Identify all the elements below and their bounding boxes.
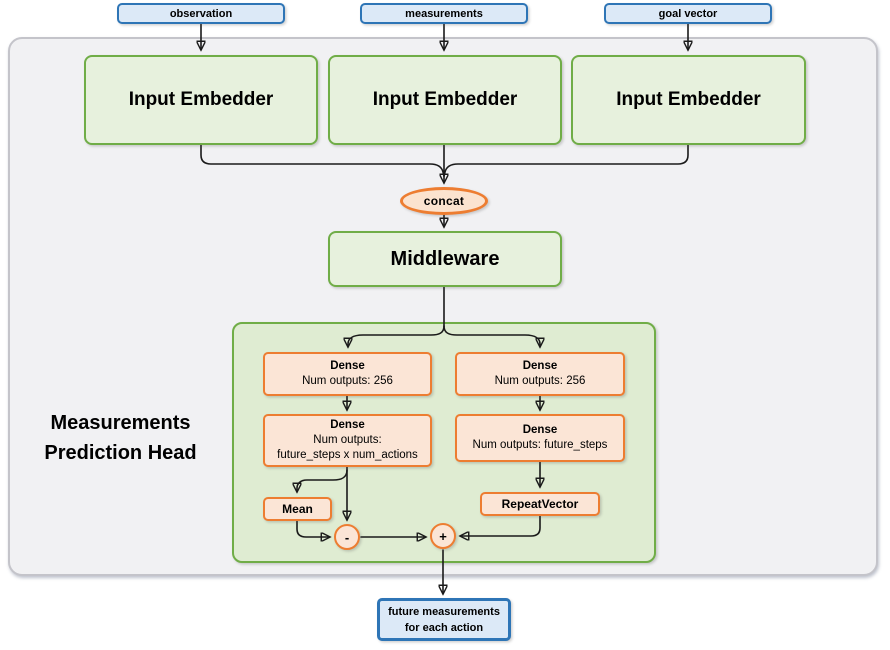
input-embedder-measurements: Input Embedder bbox=[328, 55, 562, 145]
dense-measurements-1: Dense Num outputs: 256 bbox=[455, 352, 625, 396]
repeat-vector-node: RepeatVector bbox=[480, 492, 600, 516]
output-label-line2: for each action bbox=[404, 621, 484, 634]
dense-num-outputs-value: future_steps x num_actions bbox=[277, 449, 418, 461]
middleware-node: Middleware bbox=[328, 231, 562, 287]
input-embedder-label: Input Embedder bbox=[128, 89, 274, 110]
plus-icon: + bbox=[439, 528, 447, 544]
dense-title: Dense bbox=[330, 419, 365, 431]
dense-actions-2: Dense Num outputs: future_steps x num_ac… bbox=[263, 414, 432, 467]
subtract-operator: - bbox=[334, 524, 360, 550]
repeat-vector-label: RepeatVector bbox=[501, 497, 579, 511]
observation-label: observation bbox=[169, 7, 233, 20]
dense-title: Dense bbox=[522, 424, 558, 436]
input-embedder-goal: Input Embedder bbox=[571, 55, 806, 145]
input-embedder-observation: Input Embedder bbox=[84, 55, 318, 145]
dense-num-outputs: Num outputs: 256 bbox=[494, 375, 586, 387]
dense-actions-1: Dense Num outputs: 256 bbox=[263, 352, 432, 396]
dense-num-outputs: Num outputs: bbox=[313, 434, 382, 446]
dense-title: Dense bbox=[330, 360, 365, 372]
dense-title: Dense bbox=[522, 360, 558, 372]
input-box-goal-vector: goal vector bbox=[604, 3, 772, 24]
concat-node: concat bbox=[400, 187, 488, 215]
minus-icon: - bbox=[344, 529, 350, 545]
head-title-line1: Measurements bbox=[50, 412, 191, 434]
concat-label: concat bbox=[423, 194, 465, 208]
dense-num-outputs: Num outputs: 256 bbox=[302, 375, 393, 387]
add-operator: + bbox=[430, 523, 456, 549]
output-box-future-measurements: future measurements for each action bbox=[377, 598, 511, 641]
measurements-prediction-head-title: Measurements Prediction Head bbox=[18, 408, 223, 468]
goal-vector-label: goal vector bbox=[658, 7, 718, 20]
head-title-line2: Prediction Head bbox=[44, 442, 197, 464]
mean-node: Mean bbox=[263, 497, 332, 521]
input-embedder-label: Input Embedder bbox=[616, 89, 761, 110]
input-embedder-label: Input Embedder bbox=[372, 89, 518, 110]
measurements-label: measurements bbox=[405, 7, 483, 20]
input-box-measurements: measurements bbox=[360, 3, 528, 24]
dense-num-outputs: Num outputs: future_steps bbox=[472, 439, 608, 451]
middleware-label: Middleware bbox=[390, 247, 500, 270]
mean-label: Mean bbox=[282, 502, 313, 516]
dense-measurements-2: Dense Num outputs: future_steps bbox=[455, 414, 625, 462]
input-box-observation: observation bbox=[117, 3, 285, 24]
output-label-line1: future measurements bbox=[388, 605, 500, 618]
